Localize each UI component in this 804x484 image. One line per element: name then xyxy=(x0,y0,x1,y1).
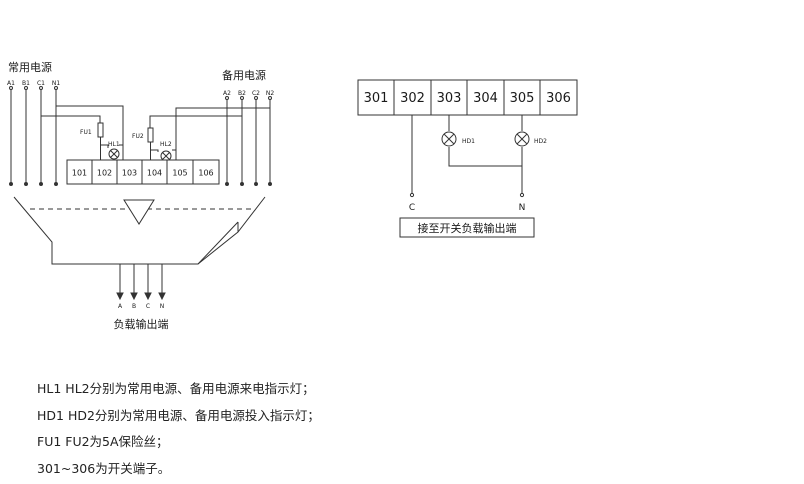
note-terminals: 301~306为开关端子。 xyxy=(37,460,171,476)
hd2-label: HD2 xyxy=(534,138,547,145)
terminal-101: 101 xyxy=(72,169,87,178)
backup-terminal-a2: A2 xyxy=(223,90,231,97)
left-control-wiring xyxy=(41,105,270,160)
left-terminal-block xyxy=(66,159,220,185)
hd1-lamp-icon xyxy=(441,131,457,147)
source-terminal-c1: C1 xyxy=(37,80,45,87)
hd2-lamp-icon xyxy=(514,131,530,147)
output-terminal-n: N xyxy=(160,303,165,310)
output-terminal-c: C xyxy=(146,303,150,310)
terminal-103: 103 xyxy=(122,169,137,178)
output-terminal-b: B xyxy=(132,303,136,310)
terminal-306: 306 xyxy=(546,91,571,106)
source-terminal-a1: A1 xyxy=(7,80,15,87)
right-terminal-c: C xyxy=(409,203,415,213)
right-terminal-block xyxy=(357,79,578,116)
terminal-104: 104 xyxy=(147,169,162,178)
transfer-switch-body xyxy=(13,196,266,265)
terminal-301: 301 xyxy=(364,91,389,106)
right-terminal-n: N xyxy=(519,203,526,213)
source-terminal-b1: B1 xyxy=(22,80,30,87)
fu1-label: FU1 xyxy=(80,129,92,136)
hl2-label: HL2 xyxy=(160,141,172,148)
fu2-label: FU2 xyxy=(132,133,144,140)
hl1-lamp-icon xyxy=(108,148,120,160)
right-output-label-box xyxy=(399,217,535,238)
normal-source-lines xyxy=(9,86,58,186)
terminal-302: 302 xyxy=(400,91,425,106)
backup-terminal-b2: B2 xyxy=(238,90,246,97)
note-fu: FU1 FU2为5A保险丝； xyxy=(37,434,169,449)
backup-terminal-c2: C2 xyxy=(252,90,260,97)
backup-source-title: 备用电源 xyxy=(222,68,266,82)
notes-list: HL1 HL2分别为常用电源、备用电源来电指示灯； HD1 HD2分别为常用电源… xyxy=(37,376,320,482)
source-terminal-n1: N1 xyxy=(52,80,60,87)
terminal-102: 102 xyxy=(97,169,112,178)
right-wiring xyxy=(409,115,525,198)
hl1-label: HL1 xyxy=(108,141,120,148)
terminal-106: 106 xyxy=(198,169,213,178)
note-hd: HD1 HD2分别为常用电源、备用电源投入指示灯； xyxy=(37,407,320,423)
hd1-label: HD1 xyxy=(462,138,475,145)
note-hl: HL1 HL2分别为常用电源、备用电源来电指示灯； xyxy=(37,381,315,396)
output-lines xyxy=(116,264,166,301)
backup-source-lines xyxy=(225,96,272,186)
backup-terminal-n2: N2 xyxy=(266,90,274,97)
switch-output-label: 接至开关负载输出端 xyxy=(418,221,517,235)
terminal-305: 305 xyxy=(510,91,535,106)
output-terminal-a: A xyxy=(118,303,123,310)
load-output-label: 负载输出端 xyxy=(114,317,169,331)
terminal-304: 304 xyxy=(473,91,498,106)
terminal-303: 303 xyxy=(437,91,462,106)
normal-source-title: 常用电源 xyxy=(8,60,52,74)
terminal-105: 105 xyxy=(172,169,187,178)
